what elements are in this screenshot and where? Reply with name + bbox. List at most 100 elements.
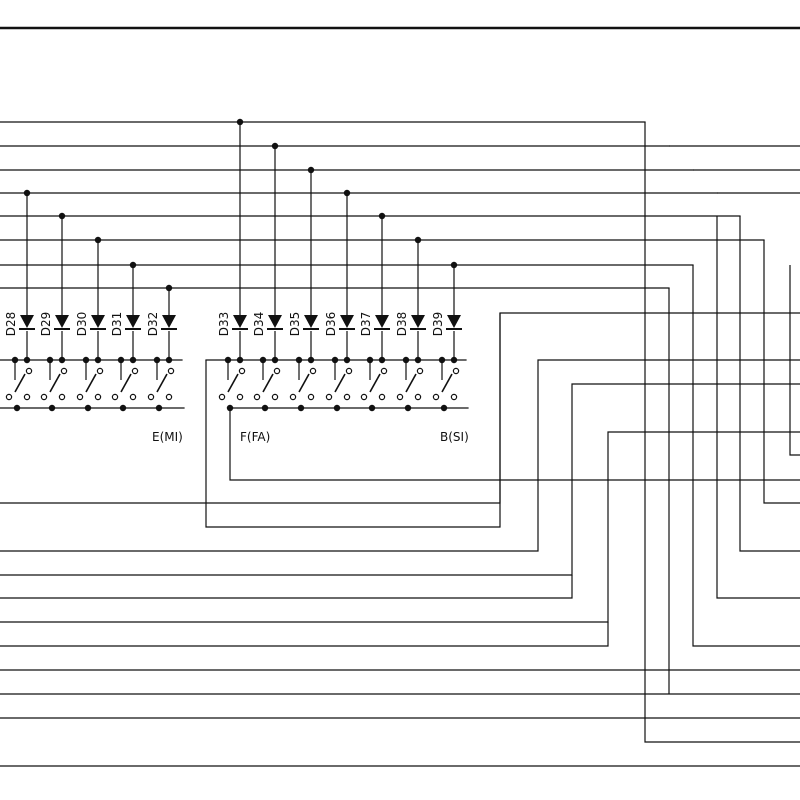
row-junction-dot-12 bbox=[450, 356, 458, 364]
junction-dot-top-5 bbox=[165, 284, 173, 292]
switch-open-contact-6 bbox=[238, 367, 246, 375]
label-layer: E(MI) F(FA) B(SI) bbox=[152, 430, 469, 444]
diode-d33: D33 bbox=[217, 312, 248, 360]
row-junction-dot-4 bbox=[129, 356, 137, 364]
diode-d28: D28 bbox=[4, 312, 35, 360]
diode-label-d36: D36 bbox=[324, 312, 338, 337]
switch-bottom-ring-b-6 bbox=[236, 393, 244, 401]
junction-dot-top-11 bbox=[414, 236, 422, 244]
switch-blade-4 bbox=[120, 373, 132, 393]
switch-bottom-dot-2 bbox=[48, 404, 56, 412]
diode-triangle-d37 bbox=[375, 315, 389, 328]
row-junction-dot-5 bbox=[165, 356, 173, 364]
switch-bottom-dot-11 bbox=[404, 404, 412, 412]
right-riser-6 bbox=[763, 240, 800, 504]
switch-bottom-ring-b-3 bbox=[94, 393, 102, 401]
switch-bottom-ring-a-7 bbox=[253, 393, 261, 401]
row-junction-dot-7 bbox=[271, 356, 279, 364]
switch-bottom-ring-a-2 bbox=[40, 393, 48, 401]
switch-open-contact-8 bbox=[309, 367, 317, 375]
switch-layer bbox=[5, 356, 460, 412]
switch-blade-3 bbox=[85, 373, 97, 393]
junction-dot-top-10 bbox=[378, 212, 386, 220]
route-wire-d bbox=[0, 359, 800, 552]
route-wire-f bbox=[0, 575, 573, 599]
diode-d34: D34 bbox=[252, 312, 283, 360]
diode-d29: D29 bbox=[39, 312, 70, 360]
switch-bottom-dot-6 bbox=[226, 404, 234, 412]
note-label-e: E(MI) bbox=[152, 430, 183, 444]
switch-blade-2 bbox=[49, 373, 61, 393]
wiring-layer bbox=[0, 26, 800, 767]
row-junction-dot-1 bbox=[23, 356, 31, 364]
diode-d35: D35 bbox=[288, 312, 319, 360]
switch-bottom-ring-a-12 bbox=[432, 393, 440, 401]
route-wire-e bbox=[0, 383, 800, 576]
switch-bottom-dot-7 bbox=[261, 404, 269, 412]
diode-d38: D38 bbox=[395, 312, 426, 360]
route-wire-g bbox=[0, 431, 800, 623]
switch-bottom-ring-a-9 bbox=[325, 393, 333, 401]
switch-bottom-dot-12 bbox=[440, 404, 448, 412]
note-label-b: B(SI) bbox=[440, 430, 469, 444]
switch-blade-5 bbox=[156, 373, 168, 393]
switch-bottom-dot-10 bbox=[368, 404, 376, 412]
switch-open-contact-7 bbox=[273, 367, 281, 375]
diode-label-d37: D37 bbox=[359, 312, 373, 337]
row-junction-dot-8 bbox=[307, 356, 315, 364]
diode-triangle-d30 bbox=[91, 315, 105, 328]
diode-triangle-d33 bbox=[233, 315, 247, 328]
switch-bottom-ring-b-8 bbox=[307, 393, 315, 401]
junction-dot-top-4 bbox=[129, 261, 137, 269]
switch-bottom-ring-a-1 bbox=[5, 393, 13, 401]
diode-label-d34: D34 bbox=[252, 312, 266, 337]
route-wire-a bbox=[205, 312, 800, 528]
diode-triangle-d35 bbox=[304, 315, 318, 328]
switch-bottom-ring-a-4 bbox=[111, 393, 119, 401]
switch-bottom-ring-a-10 bbox=[360, 393, 368, 401]
switch-open-contact-5 bbox=[167, 367, 175, 375]
diode-label-d33: D33 bbox=[217, 312, 231, 337]
switch-bottom-dot-9 bbox=[333, 404, 341, 412]
diode-triangle-d32 bbox=[162, 315, 176, 328]
switch-bottom-ring-b-12 bbox=[450, 393, 458, 401]
switch-bottom-ring-b-7 bbox=[271, 393, 279, 401]
switch-blade-11 bbox=[405, 373, 417, 393]
switch-bottom-ring-a-5 bbox=[147, 393, 155, 401]
diode-triangle-d29 bbox=[55, 315, 69, 328]
switch-blade-6 bbox=[227, 373, 239, 393]
diode-d36: D36 bbox=[324, 312, 355, 360]
diode-label-d35: D35 bbox=[288, 312, 302, 337]
switch-bottom-dot-5 bbox=[155, 404, 163, 412]
junction-dot-top-3 bbox=[94, 236, 102, 244]
route-wire-h bbox=[0, 622, 609, 647]
diode-triangle-d39 bbox=[447, 315, 461, 328]
switch-open-contact-12 bbox=[452, 367, 460, 375]
row-junction-dot-11 bbox=[414, 356, 422, 364]
switch-open-contact-2 bbox=[60, 367, 68, 375]
switch-bottom-ring-b-4 bbox=[129, 393, 137, 401]
row-junction-dot-2 bbox=[58, 356, 66, 364]
junction-dot-top-1 bbox=[23, 189, 31, 197]
switch-open-contact-1 bbox=[25, 367, 33, 375]
switch-bottom-ring-b-9 bbox=[343, 393, 351, 401]
diode-label-d39: D39 bbox=[431, 312, 445, 337]
diode-d30: D30 bbox=[75, 312, 106, 360]
switch-blade-7 bbox=[262, 373, 274, 393]
diode-label-d30: D30 bbox=[75, 312, 89, 337]
diode-triangle-d38 bbox=[411, 315, 425, 328]
junction-dot-top-9 bbox=[343, 189, 351, 197]
switch-blade-12 bbox=[441, 373, 453, 393]
note-label-f: F(FA) bbox=[240, 430, 270, 444]
right-riser-4 bbox=[716, 216, 800, 599]
switch-bottom-dot-4 bbox=[119, 404, 127, 412]
diode-triangle-d34 bbox=[268, 315, 282, 328]
diode-label-d32: D32 bbox=[146, 312, 160, 337]
right-riser-1 bbox=[644, 122, 800, 743]
switch-blade-8 bbox=[298, 373, 310, 393]
right-riser-7 bbox=[789, 265, 800, 456]
junction-dot-top-12 bbox=[450, 261, 458, 269]
switch-bottom-ring-b-2 bbox=[58, 393, 66, 401]
